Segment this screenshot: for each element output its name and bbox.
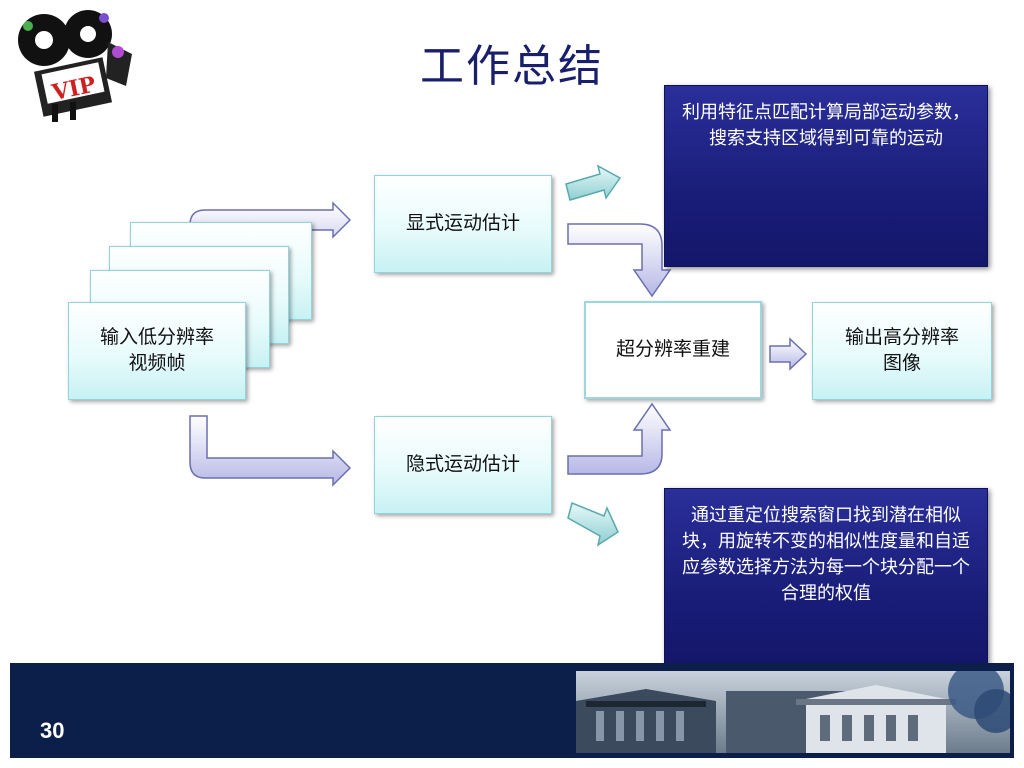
- arrow-implicit-to-note: [567, 501, 619, 547]
- arrow-explicit-to-reconstruct: [567, 223, 672, 298]
- node-input-frames: 输入低分辨率 视频帧: [68, 302, 246, 400]
- page-number: 30: [40, 718, 65, 743]
- arrow-input-to-explicit: [189, 201, 352, 267]
- arrow-explicit-to-note: [565, 164, 622, 201]
- node-explicit-motion: 显式运动估计: [374, 175, 552, 273]
- node-implicit-motion: 隐式运动估计: [374, 416, 552, 514]
- note-implicit: 通过重定位搜索窗口找到潜在相似块，用旋转不变的相似性度量和自适应参数选择方法为每…: [664, 488, 988, 666]
- arrow-implicit-to-reconstruct: [567, 402, 672, 475]
- node-output-image: 输出高分辨率 图像: [812, 302, 992, 400]
- note-explicit: 利用特征点匹配计算局部运动参数，搜索支持区域得到可靠的运动: [664, 85, 988, 267]
- arrow-reconstruct-to-output: [769, 337, 808, 371]
- arrow-input-to-implicit: [189, 415, 352, 487]
- footer-bar: [10, 663, 1014, 758]
- slide-title: 工作总结: [420, 41, 604, 92]
- footer-building-image: [576, 671, 1010, 753]
- node-super-resolution: 超分辨率重建: [584, 301, 762, 399]
- vip-logo: VIP: [18, 10, 132, 122]
